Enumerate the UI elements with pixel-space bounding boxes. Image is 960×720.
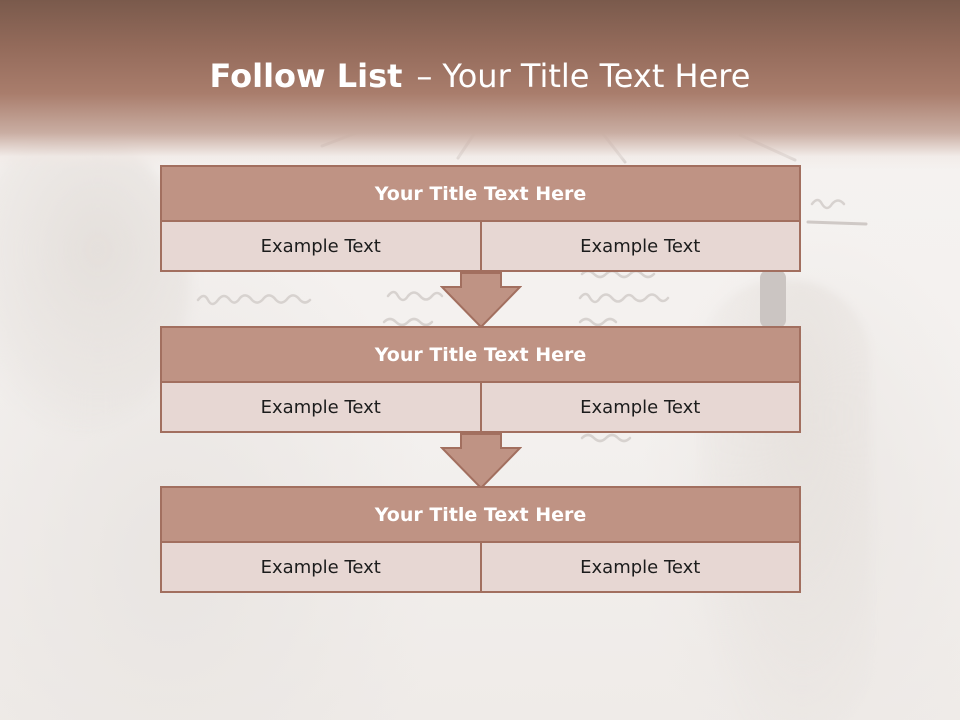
slide-title: Follow List–Your Title Text Here: [0, 52, 960, 100]
block-row: Example Text Example Text: [160, 222, 801, 272]
title-bold: Follow List: [209, 57, 403, 95]
blurred-person: [0, 130, 190, 430]
list-block-1: Your Title Text Here Example Text Exampl…: [160, 165, 801, 272]
title-dash: –: [416, 57, 433, 95]
block-title: Your Title Text Here: [160, 326, 801, 383]
block-cell-left: Example Text: [260, 556, 381, 578]
block-title: Your Title Text Here: [160, 165, 801, 222]
block-cell-right: Example Text: [479, 222, 800, 270]
block-cell-left: Example Text: [260, 235, 381, 257]
down-arrow-icon: [440, 433, 522, 489]
block-cell-right: Example Text: [479, 383, 800, 431]
title-rest: Your Title Text Here: [442, 57, 751, 95]
block-row: Example Text Example Text: [160, 383, 801, 433]
top-color-band: [0, 0, 960, 170]
block-cell-left: Example Text: [260, 396, 381, 418]
block-row: Example Text Example Text: [160, 543, 801, 593]
down-arrow-icon: [440, 272, 522, 328]
list-block-3: Your Title Text Here Example Text Exampl…: [160, 486, 801, 593]
block-cell-right: Example Text: [479, 543, 800, 591]
list-block-2: Your Title Text Here Example Text Exampl…: [160, 326, 801, 433]
block-title: Your Title Text Here: [160, 486, 801, 543]
